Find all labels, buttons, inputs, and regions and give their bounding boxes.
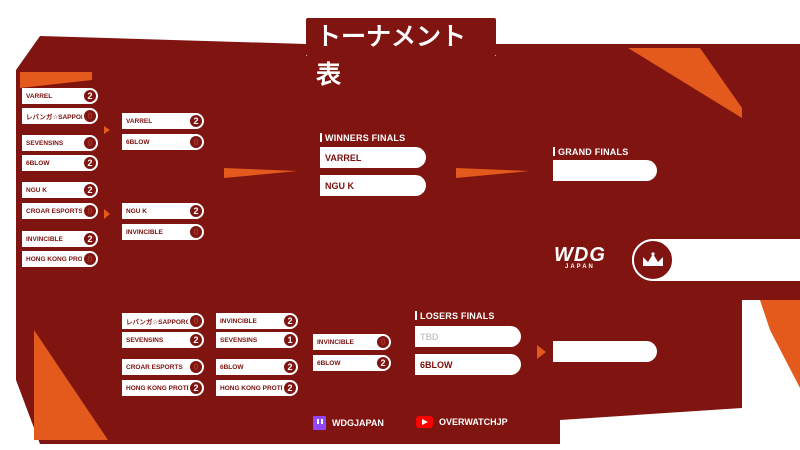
score-badge: 0 <box>82 251 98 267</box>
wdg-japan-logo: WDG JAPAN <box>554 244 606 270</box>
accent-bottom-left <box>34 330 108 440</box>
youtube-link[interactable]: OVERWATCHJP <box>416 416 508 428</box>
arrow-to-grand <box>456 168 530 178</box>
score-badge: 2 <box>188 203 204 219</box>
accent-top-right <box>628 48 742 118</box>
score-badge: 2 <box>82 231 98 247</box>
score-badge: 2 <box>82 88 98 104</box>
background-shape <box>16 18 800 444</box>
score-badge: 0 <box>82 108 98 124</box>
crown-icon <box>632 239 674 281</box>
score-badge: 2 <box>282 313 298 329</box>
score-badge: 0 <box>82 203 98 219</box>
crown-icon-graphic <box>643 252 663 266</box>
score-badge: 2 <box>82 155 98 171</box>
team-slot <box>553 341 657 362</box>
team-slot: VARREL <box>320 147 426 168</box>
team-slot <box>553 160 657 181</box>
grand-finals-label: GRAND FINALS <box>553 147 628 157</box>
arrow-to-grand-losers <box>537 345 546 359</box>
youtube-icon <box>416 416 433 428</box>
score-badge: 0 <box>188 359 204 375</box>
team-slot: 6BLOW <box>415 354 521 375</box>
score-badge: 0 <box>188 224 204 240</box>
score-badge: 2 <box>375 355 391 371</box>
arrow-to-winners <box>224 168 298 178</box>
score-badge: 0 <box>375 334 391 350</box>
winners-finals-label: WINNERS FINALS <box>320 133 405 143</box>
accent-bottom-right <box>760 300 800 388</box>
team-slot: TBD <box>415 326 521 347</box>
team-slot: NGU K <box>320 175 426 196</box>
arrow-r1-bot <box>104 209 110 219</box>
score-badge: 2 <box>282 359 298 375</box>
accent-left-strip <box>20 72 92 88</box>
losers-finals-label: LOSERS FINALS <box>415 311 495 321</box>
score-badge: 1 <box>282 332 298 348</box>
score-badge: 0 <box>188 313 204 329</box>
score-badge: 0 <box>188 134 204 150</box>
twitch-link[interactable]: WDGJAPAN <box>313 416 384 430</box>
score-badge: 0 <box>82 135 98 151</box>
arrow-r1-top <box>104 126 110 134</box>
score-badge: 2 <box>82 182 98 198</box>
score-badge: 2 <box>282 380 298 396</box>
score-badge: 2 <box>188 332 204 348</box>
score-badge: 2 <box>188 113 204 129</box>
twitch-icon <box>313 416 326 430</box>
page-title: トーナメント表 <box>306 18 496 89</box>
score-badge: 2 <box>188 380 204 396</box>
